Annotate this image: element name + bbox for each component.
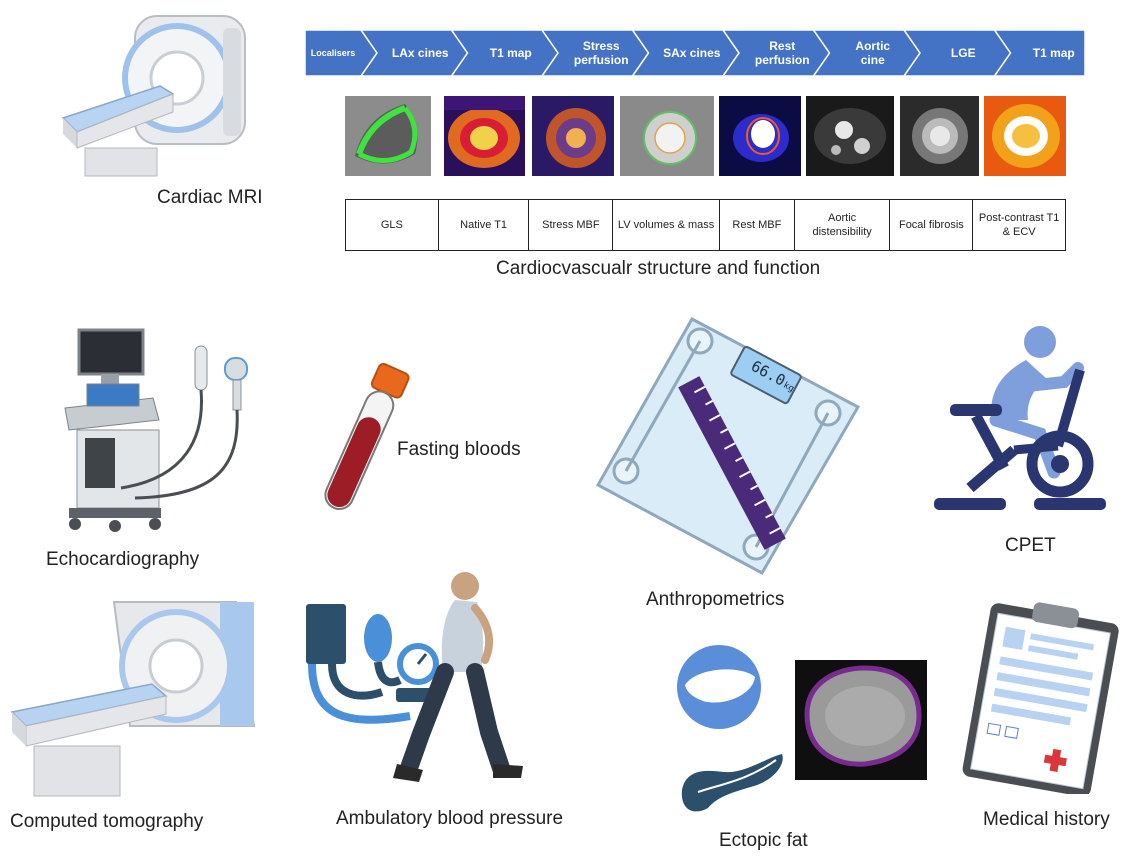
sax-cine-image — [620, 96, 714, 176]
measure-cell: Stress MBF — [529, 200, 614, 250]
protocol-step-label: T1 map — [489, 46, 532, 60]
protocol-step-chevron — [360, 30, 469, 76]
protocol-step-chevron — [903, 30, 1012, 76]
protocol-step-label: Rest perfusion — [754, 39, 810, 67]
rest-perfusion-image — [719, 96, 801, 176]
protocol-step-label: Aortic cine — [855, 39, 891, 67]
blood-tube-icon — [324, 363, 410, 510]
measure-cell: Aortic distensibility — [795, 200, 891, 250]
liver-icon — [677, 645, 761, 729]
pancreas-icon — [681, 754, 783, 812]
protocol-step-label: LGE — [950, 46, 976, 60]
protocol-step-chevron — [722, 30, 831, 76]
scale-readout-unit: kg — [781, 380, 796, 395]
fasting-bloods-label: Fasting bloods — [397, 439, 521, 460]
ct-scanner-icon — [10, 601, 256, 797]
weighing-scale-icon — [596, 316, 861, 576]
ambulatory-bp-label: Ambulatory blood pressure — [336, 808, 564, 829]
t1-map-image — [444, 96, 525, 176]
protocol-chevron-bar — [305, 30, 1085, 76]
mri-scanner-icon — [61, 15, 246, 177]
measure-cell: LV volumes & mass — [613, 200, 720, 250]
measure-cell: Native T1 — [439, 200, 530, 250]
protocol-step-label: SAx cines — [663, 46, 721, 60]
anthropometrics-label: Anthropometrics — [646, 589, 785, 610]
liver-mri-image — [795, 660, 927, 780]
protocol-step-chevron — [812, 30, 921, 76]
protocol-step-chevron — [541, 30, 650, 76]
clipboard-icon — [962, 602, 1119, 794]
protocol-step-label: Localisers — [310, 48, 356, 58]
post-contrast-t1-map-image — [984, 96, 1066, 176]
cmr-caption: Cardiocvascualr structure and function — [496, 258, 821, 279]
protocol-step-label: Stress perfusion — [573, 39, 629, 67]
protocol-step-chevron — [450, 30, 559, 76]
medical-history-label: Medical history — [983, 809, 1110, 830]
measure-cell: Post-contrast T1 & ECV — [978, 212, 1060, 238]
ectopic-fat-label: Ectopic fat — [719, 830, 808, 851]
echocardiography-label: Echocardiography — [46, 549, 200, 570]
protocol-step-label: LAx cines — [391, 46, 449, 60]
walking-man-icon — [393, 572, 523, 782]
cardiac-mri-label: Cardiac MRI — [157, 187, 263, 208]
exercise-bike-icon — [934, 326, 1106, 510]
protocol-step-chevron — [631, 30, 740, 76]
lge-image — [900, 96, 979, 176]
measure-cell: Rest MBF — [720, 200, 795, 250]
protocol-step-chevron — [993, 30, 1085, 76]
echocardiography-machine-icon — [64, 328, 248, 532]
lax-cine-image — [345, 96, 431, 176]
protocol-step-label: T1 map — [1032, 46, 1075, 60]
aortic-cine-image — [806, 96, 894, 176]
measure-cell: GLS — [346, 200, 439, 250]
blood-pressure-monitor-icon — [306, 604, 442, 724]
cpet-label: CPET — [1005, 535, 1056, 556]
computed-tomography-label: Computed tomography — [10, 811, 204, 832]
stress-perfusion-image — [532, 96, 614, 176]
measure-cell: Focal fibrosis — [890, 200, 974, 250]
